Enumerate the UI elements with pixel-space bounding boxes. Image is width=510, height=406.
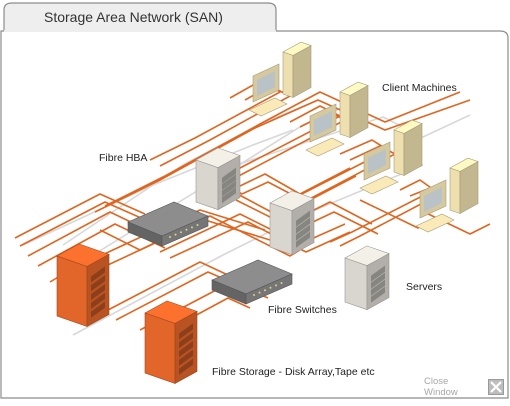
server-2 <box>269 190 315 256</box>
label-fibre-storage: Fibre Storage - Disk Array,Tape etc <box>212 366 375 378</box>
fibre-storage-group <box>56 243 198 385</box>
server-1 <box>195 147 241 211</box>
close-window-label: Close Window <box>424 376 458 398</box>
label-client-machines: Client Machines <box>382 82 457 94</box>
label-fibre-switches: Fibre Switches <box>268 304 337 316</box>
fibre-switches-group <box>127 201 293 305</box>
client-machine-1 <box>248 41 312 117</box>
client-tower-2 <box>339 81 369 139</box>
storage-array-2 <box>144 300 198 385</box>
window-title: Storage Area Network (SAN) <box>44 9 223 25</box>
servers-group <box>195 147 390 311</box>
client-machine-4 <box>415 157 479 233</box>
client-machine-2 <box>305 81 369 157</box>
label-servers: Servers <box>406 281 443 293</box>
client-machine-3 <box>359 119 423 195</box>
client-tower-3 <box>393 119 423 177</box>
client-tower-4 <box>449 157 479 215</box>
client-tower-1 <box>282 41 312 99</box>
storage-array-1 <box>56 243 110 328</box>
title-tab <box>3 2 277 31</box>
fibre-switch-2 <box>211 259 293 305</box>
server-3 <box>344 245 390 311</box>
fibre-switch-1 <box>127 201 209 247</box>
close-icon[interactable] <box>488 379 504 395</box>
client-machines <box>248 41 479 233</box>
close-window-button[interactable]: Close Window <box>424 376 504 398</box>
label-fibre-hba: Fibre HBA <box>99 152 148 164</box>
